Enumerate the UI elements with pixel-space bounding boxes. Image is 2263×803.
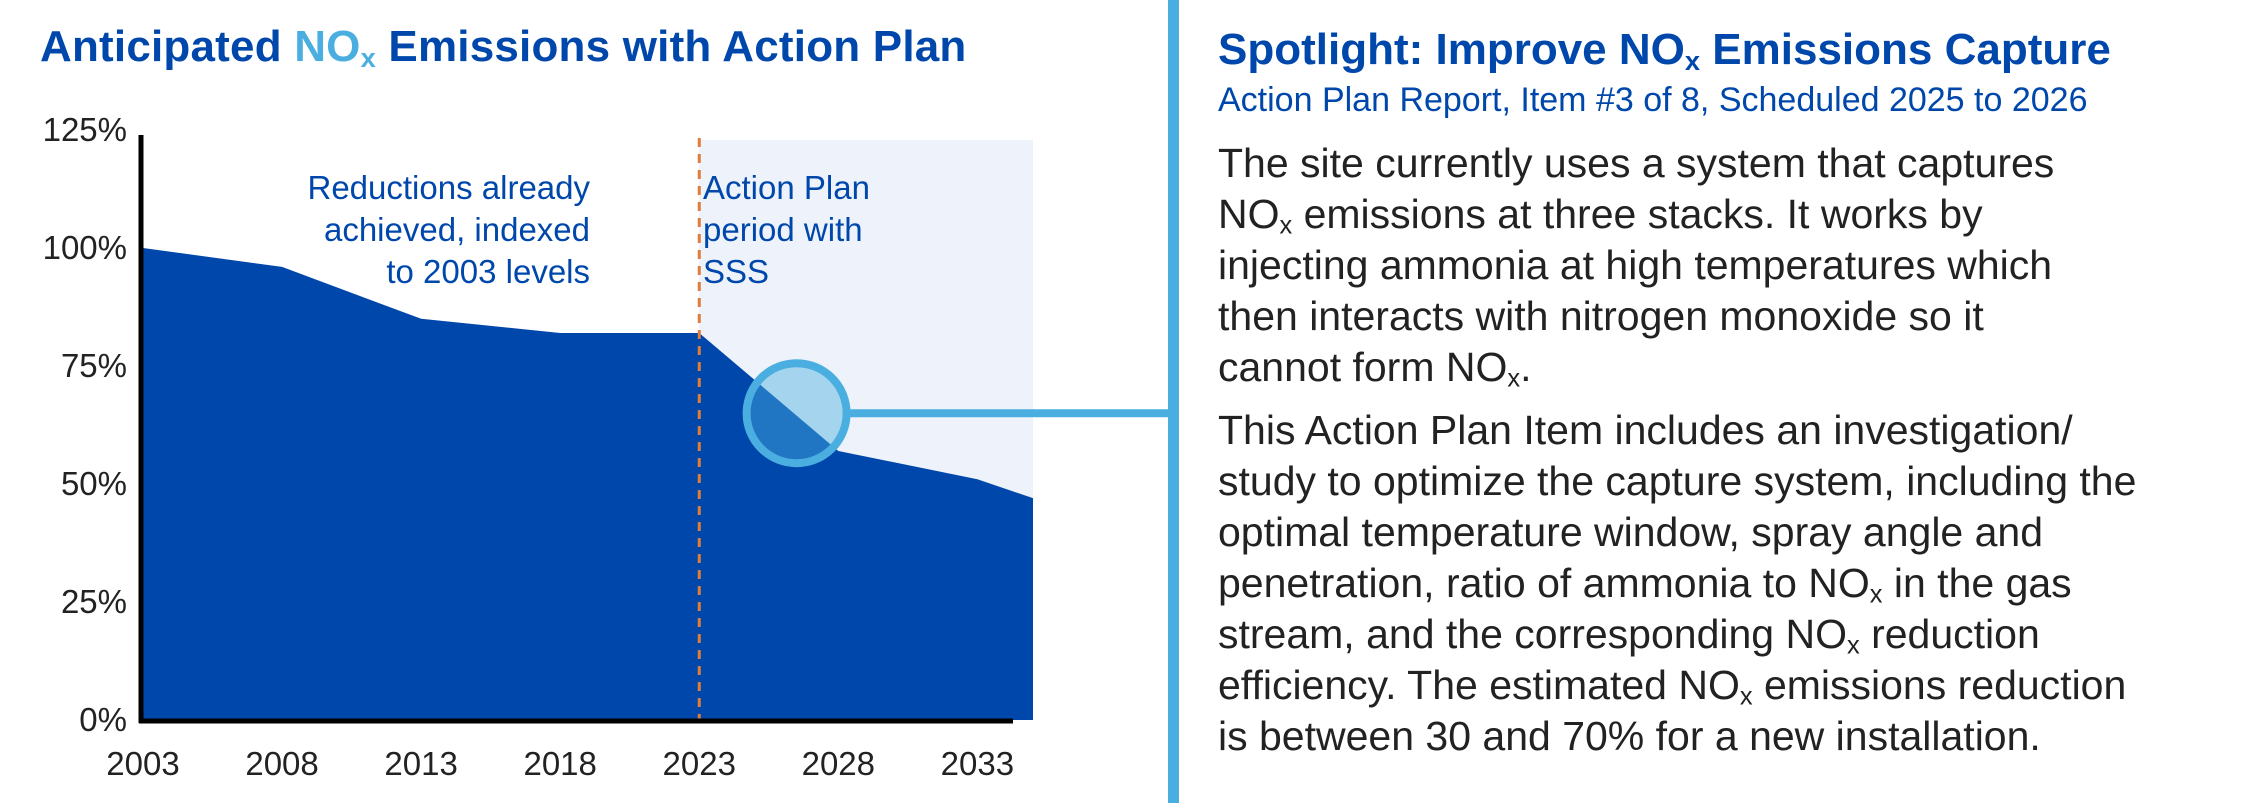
p1-line-5-a: cannot form NO bbox=[1218, 344, 1508, 390]
x-tick-labels: 2003 2008 2013 2018 2023 2028 2033 bbox=[106, 745, 1014, 782]
p2-line-6-sub: x bbox=[1739, 682, 1753, 711]
y-tick-label: 0% bbox=[79, 701, 127, 738]
highlight-group bbox=[742, 359, 1168, 468]
annotation-achieved-line: to 2003 levels bbox=[386, 253, 590, 290]
p2-line-5-b: reduction bbox=[1859, 611, 2040, 657]
p1-line-5-b: . bbox=[1520, 344, 1532, 390]
y-tick-label: 100% bbox=[43, 229, 127, 266]
x-tick-label: 2018 bbox=[523, 745, 596, 782]
spotlight-panel: Spotlight: Improve NOx Emissions Capture… bbox=[1218, 22, 2248, 762]
p2-line-5-a: stream, and the corresponding NO bbox=[1218, 611, 1847, 657]
p2-line-6: efficiency. The estimated NOx emissions … bbox=[1218, 660, 2248, 711]
p2-line-4-b: in the gas bbox=[1882, 560, 2072, 606]
chart-title-suffix: Emissions with Action Plan bbox=[375, 22, 967, 71]
chart-title-nox: NOx bbox=[294, 22, 376, 71]
p1-line-1: The site currently uses a system that ca… bbox=[1218, 140, 2055, 186]
p2-line-5: stream, and the corresponding NOx reduct… bbox=[1218, 609, 2248, 660]
chart-annotations: Reductions already achieved, indexed to 20… bbox=[308, 169, 870, 290]
p1-line-2: NOx emissions at three stacks. It works … bbox=[1218, 189, 2248, 240]
y-tick-labels: 0% 25% 50% 75% 100% 125% bbox=[43, 111, 127, 738]
highlight-circle-fill bbox=[746, 363, 847, 464]
p2-line-4: penetration, ratio of ammonia to NOx in … bbox=[1218, 558, 2248, 609]
p1-line-2-a: NO bbox=[1218, 191, 1280, 237]
chart-title-prefix: Anticipated bbox=[40, 22, 295, 71]
x-tick-label: 2023 bbox=[663, 745, 736, 782]
p2-line-4-a: penetration, ratio of ammonia to NO bbox=[1218, 560, 1870, 606]
emissions-area-chart: 0% 25% 50% 75% 100% 125% 2003 2008 2013 2018 2023… bbox=[43, 111, 1168, 782]
chart-title: Anticipated NOx Emissions with Action Pl… bbox=[40, 22, 967, 72]
x-tick-label: 2013 bbox=[384, 745, 457, 782]
annotation-achieved-line: achieved, indexed bbox=[324, 211, 590, 248]
y-tick-label: 50% bbox=[61, 465, 127, 502]
emissions-area bbox=[143, 248, 1033, 720]
spotlight-subtitle: Action Plan Report, Item #3 of 8, Schedu… bbox=[1218, 81, 2088, 119]
annotation-action-plan-line: SSS bbox=[703, 253, 769, 290]
p2-line-6-a: efficiency. The estimated NO bbox=[1218, 662, 1740, 708]
spotlight-title-prefix: Spotlight: Improve NO bbox=[1218, 25, 1685, 74]
chart-title-nox-text: NO bbox=[294, 22, 361, 71]
x-tick-label: 2033 bbox=[941, 745, 1014, 782]
annotation-achieved-line: Reductions already bbox=[308, 169, 591, 206]
p2-line-2: study to optimize the capture system, in… bbox=[1218, 458, 2137, 504]
p2-line-4-sub: x bbox=[1869, 580, 1883, 609]
chart-title-nox-subscript: x bbox=[360, 42, 376, 73]
spotlight-paragraph-1: The site currently uses a system that ca… bbox=[1218, 138, 2248, 393]
spotlight-paragraph-2: This Action Plan Item includes an invest… bbox=[1218, 405, 2248, 762]
p2-line-6-b: emissions reduction bbox=[1752, 662, 2127, 708]
area-series-group bbox=[143, 248, 1033, 720]
x-tick-label: 2008 bbox=[245, 745, 318, 782]
spotlight-title-suffix: Emissions Capture bbox=[1700, 25, 2111, 74]
annotation-action-plan-line: Action Plan bbox=[703, 169, 870, 206]
p1-line-3: injecting ammonia at high temperatures w… bbox=[1218, 242, 2053, 288]
p1-line-5-sub: x bbox=[1507, 364, 1521, 393]
p2-line-5-sub: x bbox=[1847, 631, 1860, 660]
p1-line-2-sub: x bbox=[1279, 211, 1293, 240]
y-tick-label: 75% bbox=[61, 347, 127, 384]
p2-line-3: optimal temperature window, spray angle … bbox=[1218, 509, 2044, 555]
spotlight-title-subscript: x bbox=[1684, 45, 1701, 76]
x-tick-label: 2028 bbox=[802, 745, 875, 782]
spotlight-title: Spotlight: Improve NOx Emissions Capture bbox=[1218, 22, 2248, 78]
p2-line-7: is between 30 and 70% for a new installa… bbox=[1218, 713, 2041, 759]
highlight-circle-ring bbox=[742, 359, 851, 468]
annotation-action-plan-line: period with bbox=[703, 211, 863, 248]
vertical-divider bbox=[1168, 0, 1179, 803]
y-tick-label: 25% bbox=[61, 583, 127, 620]
p1-line-5: cannot form NOx. bbox=[1218, 342, 2248, 393]
x-tick-label: 2003 bbox=[106, 745, 179, 782]
p2-line-1: This Action Plan Item includes an invest… bbox=[1218, 407, 2073, 453]
p1-line-2-b: emissions at three stacks. It works by bbox=[1292, 191, 1983, 237]
p1-line-4: then interacts with nitrogen monoxide so… bbox=[1218, 293, 1984, 339]
y-tick-label: 125% bbox=[43, 111, 127, 148]
